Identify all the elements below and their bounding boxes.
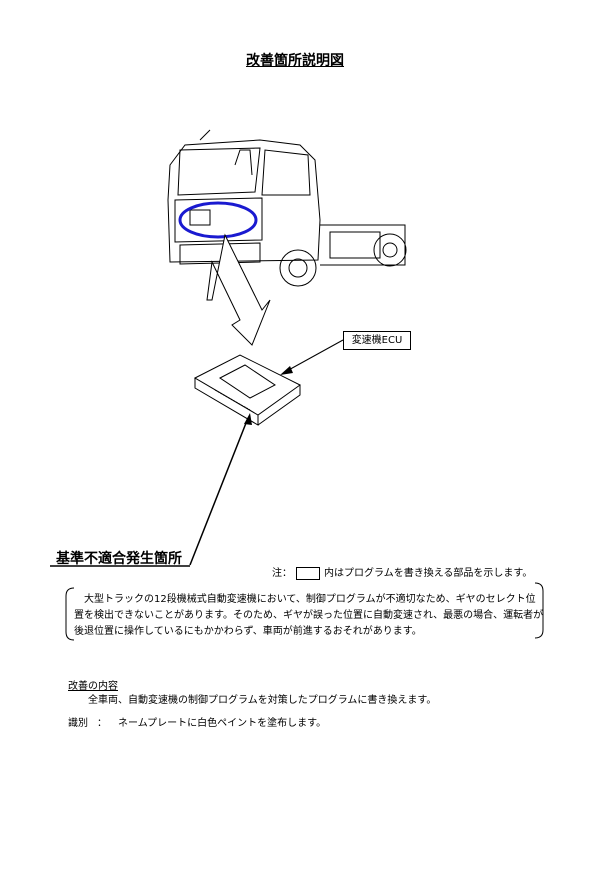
defect-location-label: 基準不適合発生箇所 <box>56 551 182 567</box>
defect-description: 大型トラックの12段機械式自動変速機において、制御プログラムが不適切なため、ギヤ… <box>74 594 544 637</box>
page-title: 改善箇所説明図 <box>246 53 344 69</box>
highlight-ellipse <box>178 201 258 239</box>
note-prefix: 注： <box>272 568 292 579</box>
identification-body: ネームプレートに白色ペイントを塗布します。 <box>118 718 327 729</box>
defect-leader-line <box>189 417 249 566</box>
identification-separator: ： <box>97 718 107 729</box>
identification-label: 識別 <box>68 718 88 729</box>
pointer-arrow <box>206 233 271 346</box>
improvement-heading: 改善の内容 <box>68 681 118 692</box>
ecu-label: 変速機ECU <box>343 331 411 350</box>
bracket-left <box>65 587 75 641</box>
legend-box <box>296 566 320 580</box>
note-text: 内はプログラムを書き換える部品を示します。 <box>324 568 533 579</box>
truck-drawing <box>167 129 407 287</box>
bracket-right <box>534 582 544 639</box>
improvement-body: 全車両、自動変速機の制御プログラムを対策したプログラムに書き換えます。 <box>88 695 437 706</box>
note: 注： 内はプログラムを書き換える部品を示します。 <box>272 564 532 580</box>
ecu-drawing <box>193 354 301 426</box>
ecu-leader-line <box>284 339 344 373</box>
